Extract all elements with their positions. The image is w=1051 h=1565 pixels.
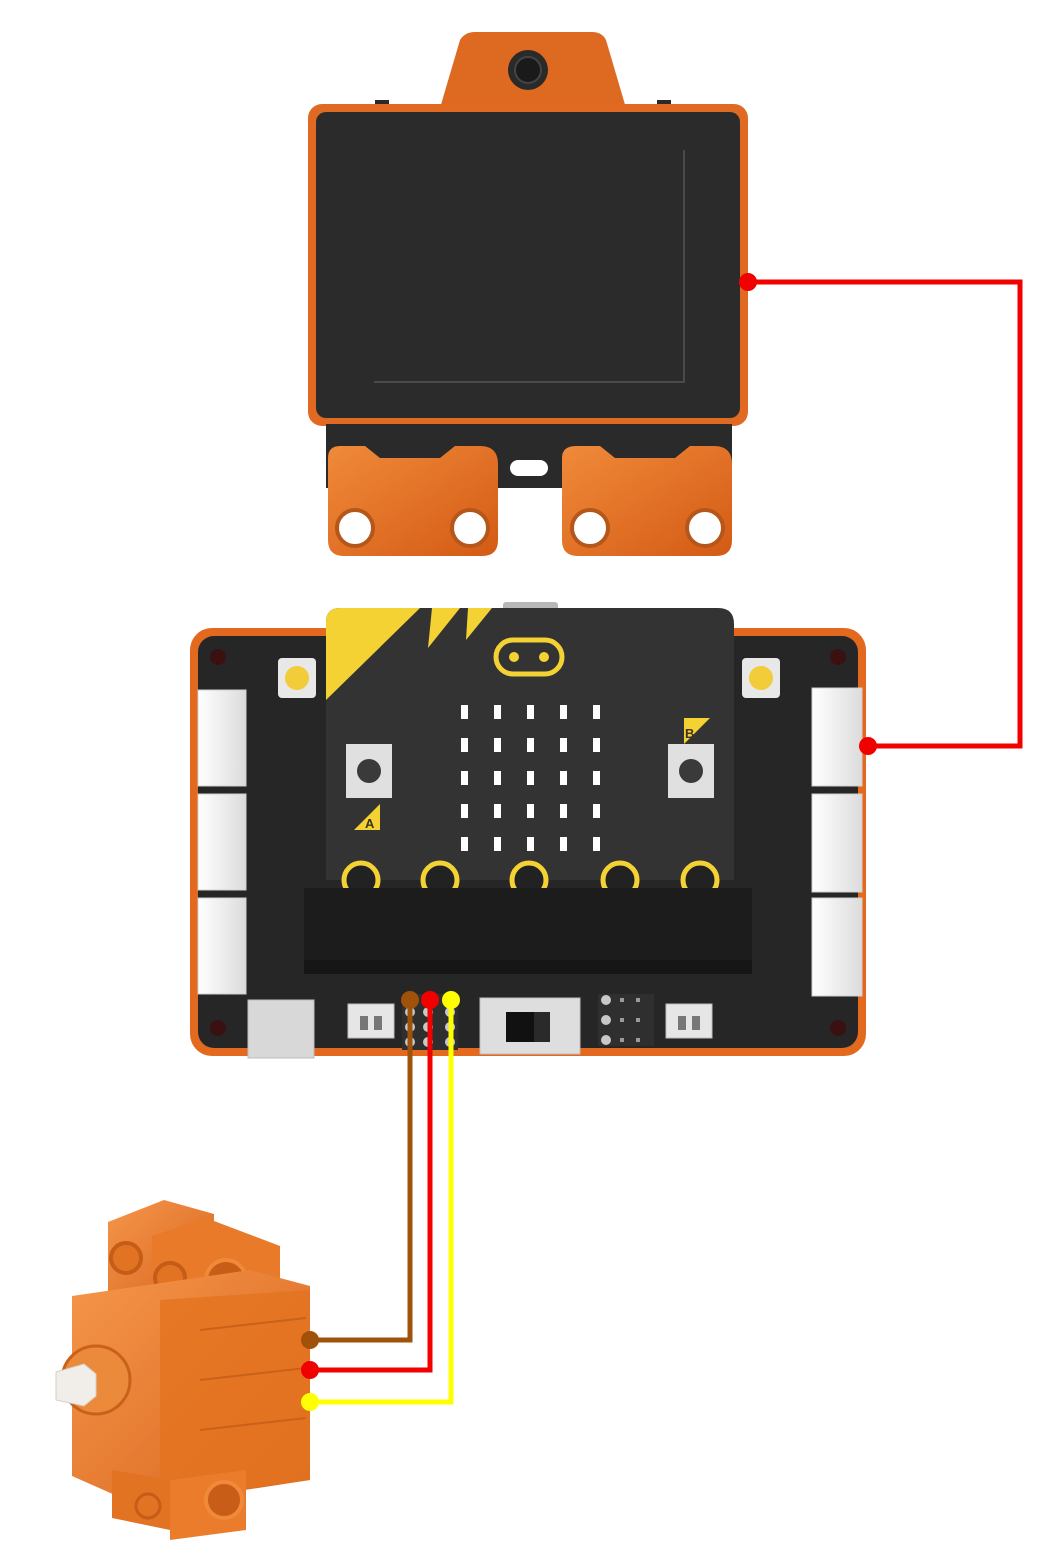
led [560,738,567,752]
button-b-label: B [685,726,694,741]
right-jst-connector [665,1003,713,1039]
led [593,771,600,785]
led [494,837,501,851]
led [560,804,567,818]
mounting-holes [210,649,846,1036]
led [560,837,567,851]
led-matrix [461,705,600,851]
led [461,705,468,719]
led [560,705,567,719]
button-a[interactable]: A [346,744,392,831]
usb-power-port [247,999,315,1059]
led [494,738,501,752]
servo [55,1200,310,1540]
microbit: A B [326,602,734,900]
led [461,738,468,752]
led [461,771,468,785]
servo-power-wire [301,991,439,1379]
led [593,705,600,719]
led [494,705,501,719]
left-connectors [197,689,247,995]
battery-screen [316,112,740,418]
servo-signal-wire [301,991,460,1411]
led [494,804,501,818]
led [461,804,468,818]
left-jst-connector [347,1003,395,1039]
led [494,771,501,785]
led [593,837,600,851]
edge-connector-slot [304,888,752,974]
led [527,738,534,752]
led [461,837,468,851]
led [527,705,534,719]
led [593,804,600,818]
led [527,771,534,785]
right-header-pins [598,994,654,1046]
right-connectors [811,687,863,997]
expansion-board: A B [190,602,866,1059]
microbit-logo-icon [493,637,565,677]
servo-ground-wire [301,991,419,1349]
servo-shaft [55,1363,97,1407]
button-b[interactable]: B [668,718,714,798]
led [593,738,600,752]
power-switch[interactable] [479,997,581,1055]
battery-box [308,32,748,556]
battery-power-wire [739,273,1023,755]
right-tact-button[interactable] [742,658,780,698]
led [560,771,567,785]
button-a-label: A [365,816,375,831]
led [527,837,534,851]
left-tact-button[interactable] [278,658,316,698]
led [527,804,534,818]
